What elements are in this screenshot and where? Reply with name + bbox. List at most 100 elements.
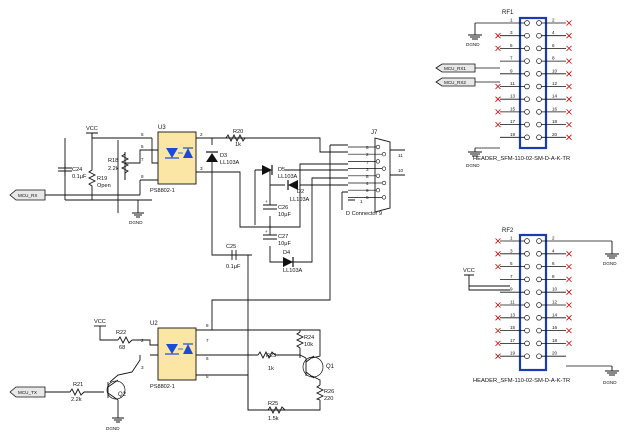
rf2-pin-number: 13 [510,312,516,317]
u2-ref: U2 [150,321,158,327]
no-connect-mark [566,340,572,347]
rf2-ref: RF2 [502,228,514,234]
rf1-pin-number: 2 [552,18,555,23]
u3-optocoupler: U3 PS8802-1 6 5 7 8 2 3 [141,125,203,194]
d4-diode: D4 LL103A [283,250,303,274]
no-connect-mark [566,315,572,321]
rf1-pin-pad [524,109,530,115]
d5-value: LL103A [278,174,298,180]
rf2-pin-number: 16 [552,325,558,330]
rf1-pin-pad [524,121,530,128]
j7-pin-pad [375,144,381,150]
rf2-pin-number: 10 [552,287,558,292]
no-connect-mark [495,315,501,321]
d5-diode: D5 LL103A [262,165,298,180]
no-connect-mark [566,58,572,64]
r22-ref: R22 [116,330,126,336]
rf2-pin-number: 9 [510,287,513,292]
r18-value: 2.2k [108,166,119,172]
rf2-pin-pad [524,302,530,308]
rf1-pin-number: 18 [552,119,558,124]
u3-pin: 5 [141,144,144,149]
j7-pin: 9 [366,188,369,193]
r26-resistor: R26 220 [315,384,334,402]
dgnd-label: DGND [603,380,617,385]
dgnd-u3: DGND [129,200,144,225]
rf2-pin-number: 15 [510,325,516,330]
rf1-pin-number: 14 [552,94,558,99]
j7-ref: J7 [371,130,378,136]
no-connect-mark [495,251,501,257]
r22-resistor: R22 68 [116,330,133,351]
no-connect-mark [566,109,572,115]
no-connect-mark [495,83,501,90]
rf1-pin-pad [524,32,530,39]
rf2-pin-pad [536,353,542,359]
rf2-pin-pad [536,289,542,295]
svg-text:+: + [265,229,268,234]
no-connect-mark [566,134,572,141]
vcc-label: VCC [86,126,98,132]
j7-pin-pad [381,166,387,171]
u3-pin: 7 [141,157,144,162]
j7-name: D Connector 9 [346,211,382,217]
no-connect-mark [566,83,572,90]
rf1-pin-number: 12 [552,81,558,86]
no-connect-mark [495,263,501,270]
rf2-pin-pad [536,251,542,257]
c26-ref: C26 [278,205,288,211]
rf1-pin-number: 9 [510,68,513,73]
vcc-top: VCC [86,126,98,138]
u2-optocoupler: U2 PS8802-1 3 2 8 7 6 5 [141,321,209,390]
no-connect-mark [566,289,572,295]
no-connect-mark [566,20,572,26]
r26-ref: R26 [324,389,334,395]
u2-pin: 3 [141,365,144,370]
r21-resistor: R21 2.2k [69,382,85,403]
j7-pin-pad [375,173,381,178]
rf2-pin-number: 3 [510,248,513,253]
r21-value: 2.2k [71,397,82,403]
d2-ref: D2 [297,189,304,195]
rf1-pin-number: 6 [552,43,555,48]
c25-capacitor: C25 0.1μF [226,244,246,270]
u2-pin: 7 [206,338,209,343]
d2-value: LL103A [290,197,310,203]
r23-resistor: R23 1k [257,350,276,372]
r20-value: 1k [235,142,241,148]
rf2-pin-number: 12 [552,300,558,305]
r23-ref: R23 [266,353,276,359]
rf2-pin-number: 18 [552,338,558,343]
rf1-pin-number: 13 [510,94,516,99]
wiring [45,133,355,418]
j7-pin: 7 [366,160,369,165]
rf1-pin-number: 1 [510,18,513,23]
rf2-pin-pad [524,238,530,244]
c24-capacitor: C24 0.1μF [58,163,87,180]
rf2-pin-pad [524,289,530,295]
q1-transistor: Q1 [302,355,335,379]
c24-value: 0.1μF [72,174,87,180]
d4-value: LL103A [283,268,303,274]
rf2-pin-pad [536,315,542,321]
rf1-pin-pad [536,96,542,102]
rf1-pin-number: 15 [510,106,516,111]
rf1-ref: RF1 [502,10,514,16]
rf1-pin-pad [536,71,542,77]
c27-capacitor: + C27 10μF [263,229,291,247]
u2-pin: 8 [206,323,209,328]
d3-ref: D3 [220,153,227,159]
no-connect-mark [566,327,572,334]
u3-pin: 8 [141,174,144,179]
c25-ref: C25 [226,244,236,250]
vcc-label: VCC [463,268,475,274]
rf2-pin-pad [524,315,530,321]
dgnd-label: DGND [466,163,480,168]
mcu-tx-port: MCU_TX [9,386,46,398]
rf1-pin-number: 19 [510,132,516,137]
rf1-name: HEADER_SFM-110-02-SM-D-A-K-TR [473,156,570,162]
no-connect-mark [566,45,572,52]
no-connect-mark [566,121,572,128]
r18-resistor: R18 2.2k [108,152,130,180]
rf2-pin-number: 11 [510,300,515,305]
